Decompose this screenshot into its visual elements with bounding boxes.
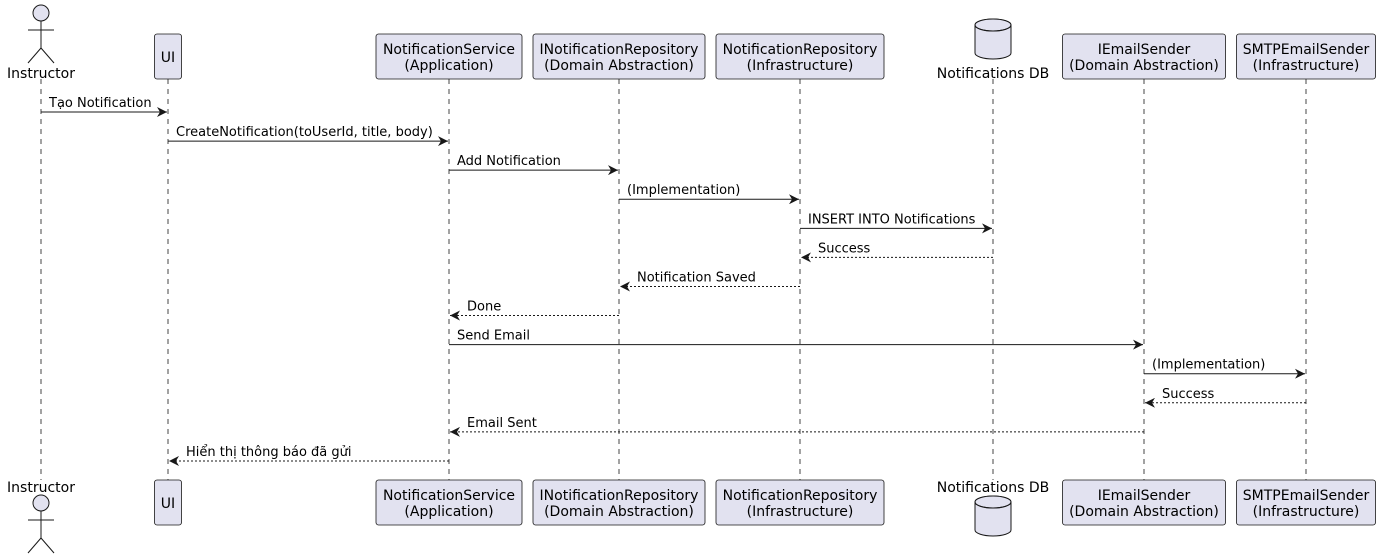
message-10: (Implementation) — [1144, 358, 1305, 379]
participant-inotification-repository-top: INotificationRepository(Domain Abstracti… — [532, 33, 706, 80]
participant-iemail-sender-bottom: IEmailSender(Domain Abstraction) — [1062, 479, 1226, 526]
message-label: Hiển thị thông báo đã gửi — [186, 445, 352, 460]
participant-notifications-db-top: Notifications DB — [937, 18, 1049, 82]
participant-label: (Domain Abstraction) — [544, 504, 694, 520]
participant-label: Notifications DB — [937, 480, 1049, 496]
participant-smtp-email-sender-top: SMTPEmailSender(Infrastructure) — [1236, 33, 1376, 80]
participant-label: SMTPEmailSender — [1243, 42, 1370, 58]
message-11: Success — [1145, 387, 1306, 408]
participant-label: NotificationService — [383, 42, 515, 58]
message-label: Tạo Notification — [48, 96, 152, 111]
participant-label: SMTPEmailSender — [1243, 488, 1370, 504]
message-13: Hiển thị thông báo đã gửi — [169, 445, 449, 466]
participant-label: (Application) — [404, 58, 493, 74]
message-label: Notification Saved — [637, 270, 756, 285]
message-label: (Implementation) — [627, 183, 740, 198]
participant-iemail-sender-top: IEmailSender(Domain Abstraction) — [1062, 33, 1226, 80]
participant-instructor-top: Instructor — [7, 4, 75, 82]
message-5: INSERT INTO Notifications — [800, 212, 992, 234]
participant-label: (Domain Abstraction) — [544, 58, 694, 74]
participant-notifications-db-bottom: Notifications DB — [937, 480, 1049, 537]
participant-label: UI — [161, 496, 175, 512]
message-label: Done — [467, 300, 501, 315]
message-label: Send Email — [457, 329, 530, 344]
participant-label: (Application) — [404, 504, 493, 520]
participant-label: NotificationService — [383, 488, 515, 504]
participant-smtp-email-sender-bottom: SMTPEmailSender(Infrastructure) — [1236, 479, 1376, 526]
participant-ui-top: UI — [154, 33, 182, 80]
message-label: CreateNotification(toUserId, title, body… — [176, 125, 433, 140]
participant-notification-service-top: NotificationService(Application) — [375, 33, 523, 80]
participant-notification-repository-bottom: NotificationRepository(Infrastructure) — [715, 479, 885, 526]
participant-ui-bottom: UI — [154, 479, 182, 526]
participant-instructor-bottom: Instructor — [7, 480, 75, 554]
message-9: Send Email — [449, 329, 1143, 350]
participant-label: Notifications DB — [937, 66, 1049, 82]
participant-label: Instructor — [7, 480, 75, 496]
participant-label: NotificationRepository — [723, 488, 878, 504]
participant-label: IEmailSender — [1098, 488, 1191, 504]
participant-label: (Infrastructure) — [747, 504, 854, 520]
message-3: Add Notification — [449, 154, 618, 176]
participant-label: (Infrastructure) — [747, 58, 854, 74]
message-2: CreateNotification(toUserId, title, body… — [168, 125, 448, 147]
participant-label: INotificationRepository — [540, 42, 699, 58]
message-4: (Implementation) — [619, 183, 799, 205]
participant-label: NotificationRepository — [723, 42, 878, 58]
message-6: Success — [801, 241, 993, 263]
participant-inotification-repository-bottom: INotificationRepository(Domain Abstracti… — [532, 479, 706, 526]
message-label: Success — [818, 241, 871, 256]
participant-notification-service-bottom: NotificationService(Application) — [375, 479, 523, 526]
participant-label: (Domain Abstraction) — [1069, 58, 1219, 74]
participant-label: (Domain Abstraction) — [1069, 504, 1219, 520]
message-8: Done — [450, 300, 619, 321]
message-label: INSERT INTO Notifications — [808, 212, 976, 227]
message-label: Add Notification — [457, 154, 561, 169]
participant-label: INotificationRepository — [540, 488, 699, 504]
message-label: Email Sent — [467, 416, 537, 431]
participant-label: UI — [161, 50, 175, 66]
message-label: (Implementation) — [1152, 358, 1265, 373]
participant-label: IEmailSender — [1098, 42, 1191, 58]
message-7: Notification Saved — [620, 270, 800, 292]
participant-label: Instructor — [7, 66, 75, 82]
message-12: Email Sent — [450, 416, 1144, 437]
message-label: Success — [1162, 387, 1215, 402]
participant-label: (Infrastructure) — [1253, 58, 1360, 74]
message-1: Tạo Notification — [41, 96, 167, 117]
participant-notification-repository-top: NotificationRepository(Infrastructure) — [715, 33, 885, 80]
participant-label: (Infrastructure) — [1253, 504, 1360, 520]
